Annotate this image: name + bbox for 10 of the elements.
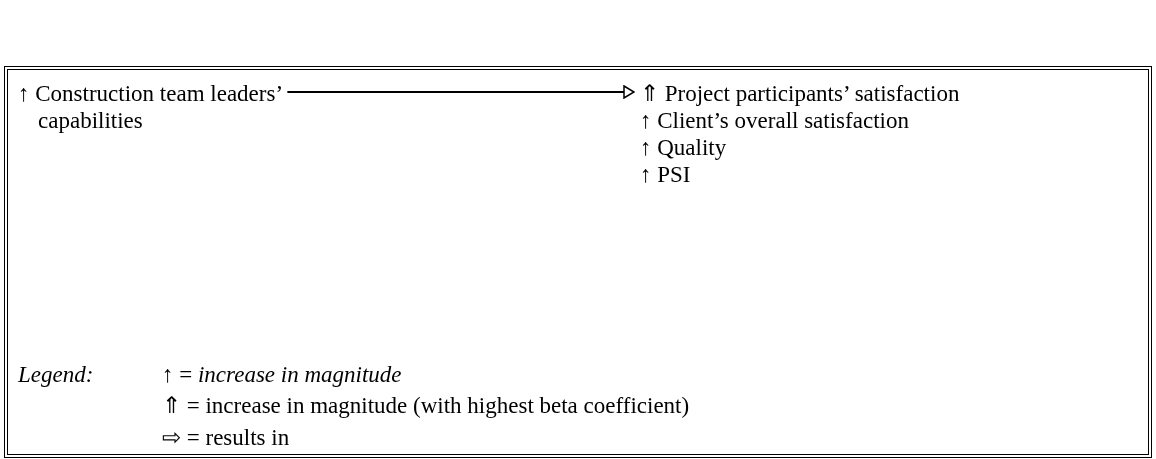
legend-entry: ↑ = increase in magnitude [162, 362, 402, 388]
legend-entry: ⇨ = results in [162, 424, 290, 451]
node-text: ⇑ Project participants’ satisfaction [639, 80, 961, 107]
node-text: ↑ Quality [639, 134, 728, 161]
arrow [286, 85, 635, 99]
node-text: ↑ Client’s overall satisfaction [639, 107, 910, 134]
node-text: ↑ Construction team leaders’ capabilities [18, 80, 283, 134]
legend-heading: Legend: [18, 362, 94, 388]
node-text: ↑ PSI [639, 161, 692, 188]
legend-entry: ⇑ = increase in magnitude (with highest beta coefficient) [162, 392, 690, 419]
